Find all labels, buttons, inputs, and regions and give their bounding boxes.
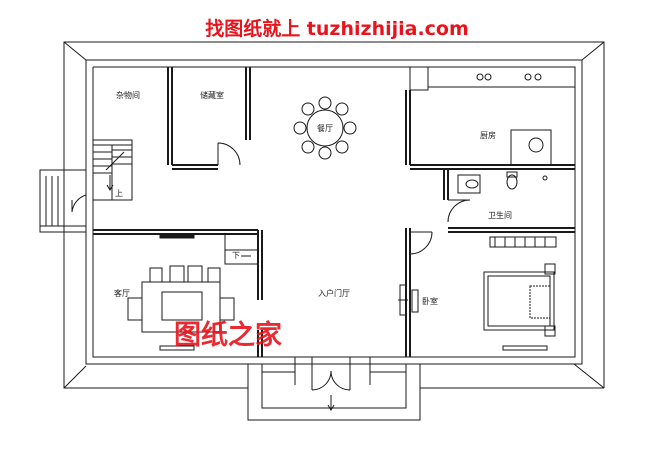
storage-door: [217, 142, 241, 166]
staircase: [93, 139, 133, 201]
living-stair-down-label: 下: [232, 251, 240, 260]
roof-outline: [63, 41, 605, 389]
kitchen-counter: [409, 66, 576, 166]
front-porch: [247, 357, 421, 421]
room-label-dining: 餐厅: [317, 124, 333, 133]
living-stair: [224, 233, 259, 265]
room-label-bathroom: 卫生间: [488, 210, 512, 220]
room-label-kitchen: 厨房: [480, 130, 496, 140]
room-label-living: 客厅: [114, 288, 130, 298]
stair-up-label: 上: [115, 189, 123, 198]
bathroom-door: [447, 199, 471, 223]
bedroom-door: [409, 231, 433, 255]
room-label-misc: 杂物间: [116, 90, 140, 100]
dining-table: [293, 96, 357, 160]
room-label-storage: 储藏室: [200, 90, 224, 100]
side-door: [71, 194, 87, 213]
bedroom-furniture: [483, 236, 557, 351]
room-label-entrance: 入户门厅: [318, 288, 350, 298]
watermark: 图纸之家: [174, 319, 282, 351]
entry-fixtures: [398, 284, 419, 316]
header-banner: 找图纸就上 tuzhizhijia.com: [205, 17, 469, 40]
bathroom-fixtures: [457, 171, 548, 194]
entrance-door: [311, 357, 351, 411]
living-furniture: [127, 233, 235, 351]
room-label-bedroom: 卧室: [422, 296, 438, 306]
side-steps: [39, 169, 87, 233]
